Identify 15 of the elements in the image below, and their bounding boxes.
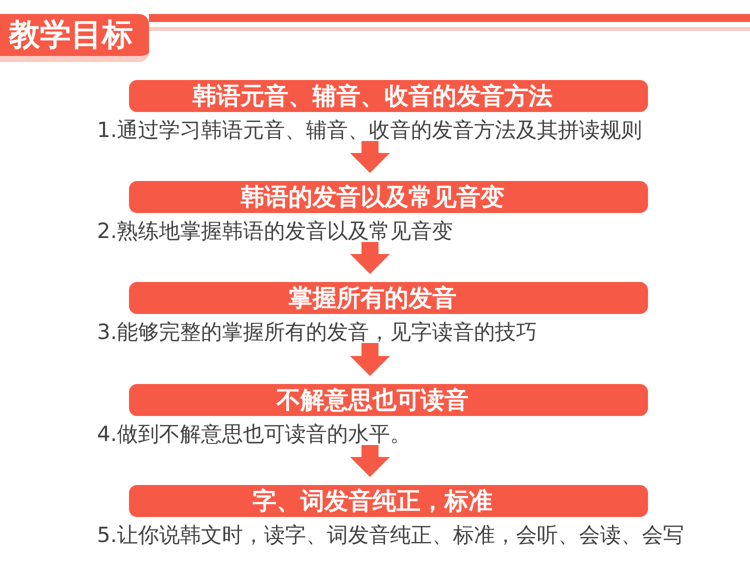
step-bar: 不解意思也可读音 (129, 384, 648, 416)
step-description: 1.通过学习韩语元音、辅音、收音的发音方法及其拼读规则 (97, 119, 642, 141)
step-bar: 韩语元音、辅音、收音的发音方法 (129, 80, 648, 112)
step-description: 3.能够完整的掌握所有的发音，见字读音的技巧 (97, 321, 538, 343)
down-arrow (350, 343, 390, 376)
down-arrow (350, 141, 390, 173)
title-tab: 教学目标 (0, 14, 149, 62)
step-description: 4.做到不解意思也可读音的水平。 (97, 423, 412, 445)
step-bar: 字、词发音纯正，标准 (129, 485, 648, 517)
step-bar: 韩语的发音以及常见音变 (129, 181, 648, 213)
step-bar: 掌握所有的发音 (129, 282, 648, 314)
step-description: 5.让你说韩文时，读字、词发音纯正、标准，会听、会读、会写 (97, 524, 684, 546)
down-arrow (350, 242, 390, 274)
down-arrow (350, 445, 390, 477)
step-description: 2.熟练地掌握韩语的发音以及常见音变 (97, 220, 454, 242)
